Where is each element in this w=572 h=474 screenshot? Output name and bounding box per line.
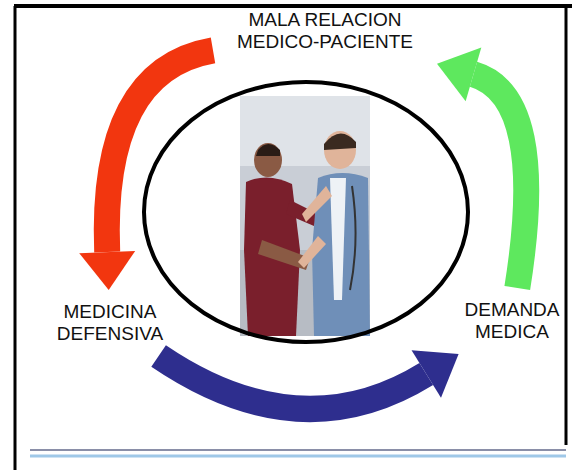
frame-line: [30, 449, 566, 451]
arrow-head: [437, 47, 481, 101]
node-text: MALA RELACION MEDICO-PACIENTE: [225, 9, 425, 53]
curved-arrow: [473, 74, 526, 288]
frame-line: [30, 455, 566, 458]
arrow-head: [79, 251, 135, 290]
circle-outline: [144, 82, 468, 342]
photo: [240, 96, 370, 336]
curved-arrow: [159, 356, 427, 409]
frame-line: [565, 6, 568, 445]
cycle-label: DEMANDA MEDICA: [456, 296, 568, 346]
node-text: MEDICINA DEFENSIVA: [48, 301, 173, 345]
node-text: DEMANDA MEDICA: [460, 299, 564, 343]
cycle-label: MEDICINA DEFENSIVA: [44, 298, 177, 348]
arrow-head: [412, 350, 459, 398]
frame-line: [14, 4, 572, 8]
curved-arrow: [107, 50, 213, 252]
frame-line: [14, 6, 17, 470]
cycle-label: MALA RELACION MEDICO-PACIENTE: [221, 6, 429, 56]
